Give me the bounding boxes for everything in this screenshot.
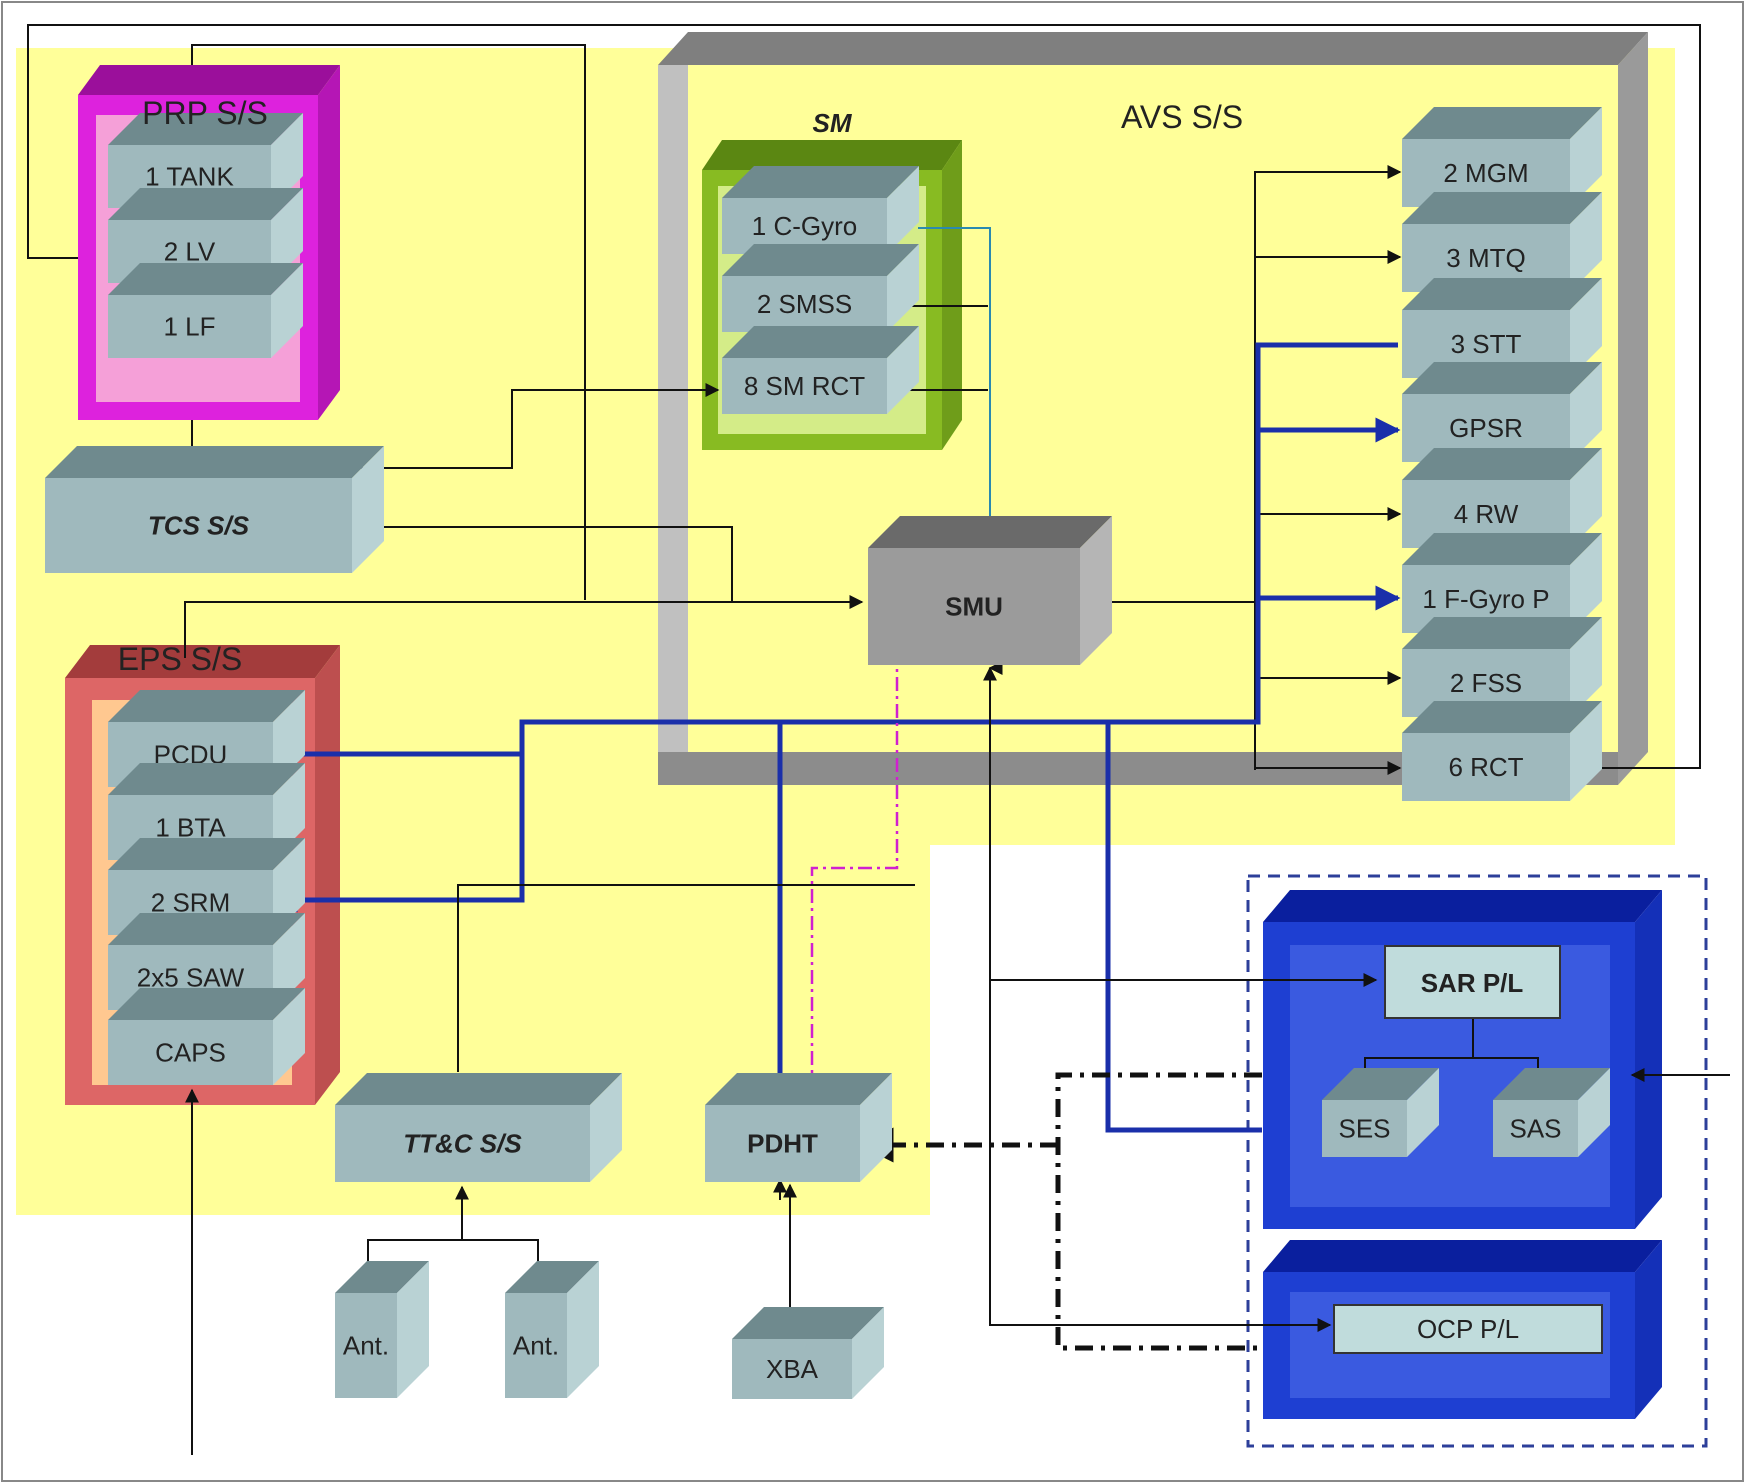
sar-payload-block — [1263, 890, 1662, 1229]
ttc-unit: TT&C S/S — [335, 1073, 622, 1182]
avs-item-3-mtq: 3 MTQ — [1402, 192, 1602, 292]
avs-item-gpsr-label: GPSR — [1449, 413, 1523, 443]
avs-item-3-stt: 3 STT — [1402, 278, 1602, 378]
avs-item-4-rw-label: 4 RW — [1454, 499, 1519, 529]
prp-item-2-lv-label: 2 LV — [164, 237, 216, 267]
avs-item-3-stt-label: 3 STT — [1451, 329, 1522, 359]
tcs-unit: TCS S/S — [45, 446, 384, 573]
sm-group-title: SM — [813, 108, 853, 138]
ses-unit: SES — [1322, 1068, 1439, 1157]
ttc-unit-label: TT&C S/S — [403, 1129, 522, 1159]
sar-pl-box — [1384, 945, 1561, 1019]
sm-item-1-c-gyro: 1 C-Gyro — [722, 166, 919, 254]
eps-item-1-bta-label: 1 BTA — [155, 813, 226, 843]
xba-unit-label: XBA — [766, 1354, 819, 1384]
prp-item-1-lf: 1 LF — [108, 263, 303, 358]
sm-item-8-sm-rct-label: 8 SM RCT — [744, 371, 865, 401]
antenna-1-unit-label: Ant. — [343, 1331, 389, 1361]
xba-unit: XBA — [732, 1307, 884, 1399]
eps-item-caps: CAPS — [108, 988, 305, 1085]
avs-item-6-rct: 6 RCT — [1402, 701, 1602, 801]
ocp-pl-box — [1333, 1304, 1603, 1354]
tcs-unit-label: TCS S/S — [148, 511, 250, 541]
sm-item-2-smss-label: 2 SMSS — [757, 289, 852, 319]
prp-item-1-tank-label: 1 TANK — [145, 162, 234, 192]
sar-pl-label: SAR P/L — [1421, 968, 1524, 998]
avs-item-2-fss-label: 2 FSS — [1450, 668, 1522, 698]
avs-item-2-mgm: 2 MGM — [1402, 107, 1602, 207]
avs-item-2-mgm-label: 2 MGM — [1443, 158, 1528, 188]
sm-item-1-c-gyro-label: 1 C-Gyro — [752, 211, 857, 241]
avs-frame — [658, 32, 1648, 785]
pdht-unit: PDHT — [705, 1073, 892, 1182]
avs-item-3-mtq-label: 3 MTQ — [1446, 243, 1525, 273]
antenna-2-unit: Ant. — [505, 1261, 599, 1398]
connection-lines — [27, 24, 1730, 1455]
avs-group-title: AVS S/S — [1121, 99, 1243, 135]
avs-item-1-f-gyro-p-label: 1 F-Gyro P — [1422, 584, 1549, 614]
ocp-pl-label: OCP P/L — [1417, 1314, 1519, 1344]
sm-item-8-sm-rct: 8 SM RCT — [722, 326, 919, 414]
antenna-1-unit: Ant. — [335, 1261, 429, 1398]
smu-unit-label: SMU — [945, 592, 1003, 622]
eps-item-pcdu: PCDU — [108, 690, 305, 787]
avs-item-1-f-gyro-p: 1 F-Gyro P — [1402, 533, 1602, 633]
avs-item-6-rct-label: 6 RCT — [1448, 752, 1523, 782]
pdht-unit-label: PDHT — [747, 1129, 818, 1159]
eps-item-2-srm-label: 2 SRM — [151, 888, 230, 918]
sm-item-2-smss: 2 SMSS — [722, 244, 919, 332]
eps-item-2x5-saw-label: 2x5 SAW — [137, 963, 245, 993]
avs-item-4-rw: 4 RW — [1402, 448, 1602, 548]
ses-unit-label: SES — [1338, 1114, 1390, 1144]
smu-unit: SMU — [868, 516, 1112, 665]
prp-item-1-lf-label: 1 LF — [163, 312, 215, 342]
avs-item-gpsr: GPSR — [1402, 362, 1602, 462]
eps-group-title: EPS S/S — [118, 641, 243, 677]
bus-background — [16, 48, 1675, 1215]
eps-item-caps-label: CAPS — [155, 1038, 226, 1068]
unit-boxes: 1 TANK 2 LV 1 LF 1 C-Gyro 2 SMSS 8 SM RCT 2 MG… — [45, 107, 1610, 1399]
sas-unit: SAS — [1493, 1068, 1610, 1157]
antenna-2-unit-label: Ant. — [513, 1331, 559, 1361]
prp-group-title: PRP S/S — [142, 95, 268, 131]
sas-unit-label: SAS — [1509, 1114, 1561, 1144]
